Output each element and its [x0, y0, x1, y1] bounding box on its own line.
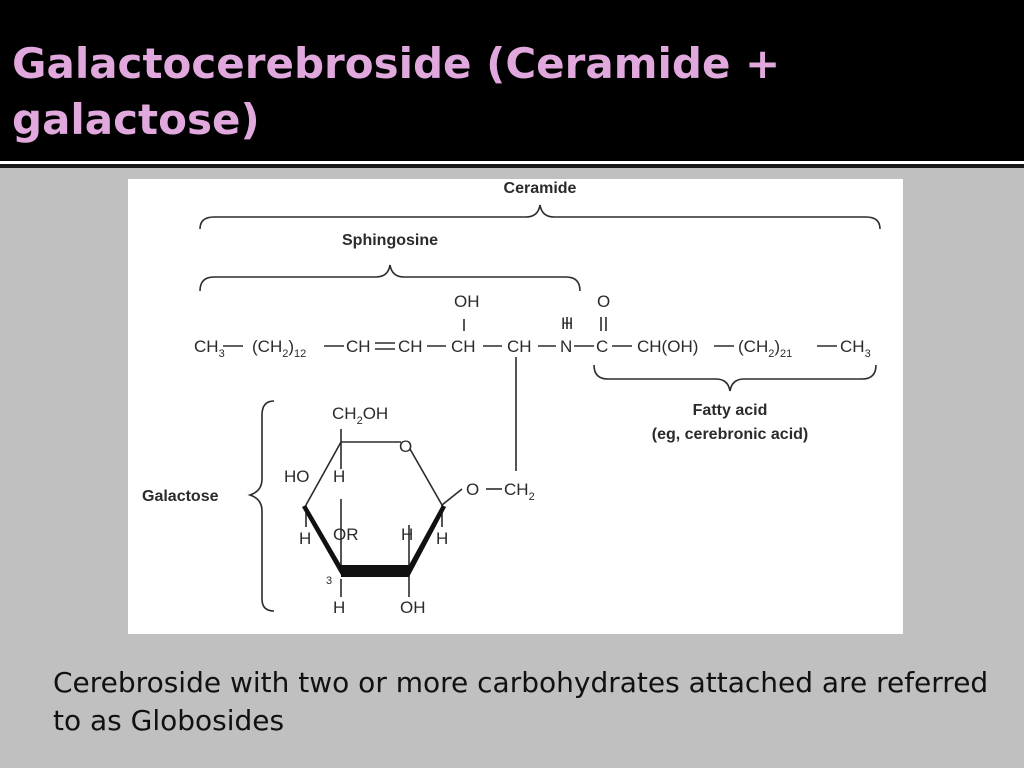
ring-h-c4: H [333, 467, 345, 486]
ring-h-c4-low: H [299, 529, 311, 548]
link-ch2: CH2 [504, 480, 535, 503]
carbonyl-oxygen: O [597, 292, 610, 311]
ring-ch2oh: CH2OH [332, 404, 388, 427]
ring-oxygen: O [399, 437, 412, 456]
slide-caption: Cerebroside with two or more carbohydrat… [53, 666, 989, 737]
ceramide-label: Ceramide [504, 180, 577, 197]
nitrogen: N [560, 337, 572, 356]
ring-c3-number: 3 [326, 575, 332, 587]
galactose-brace [247, 400, 275, 612]
ch3-right: CH3 [840, 337, 871, 360]
sphingosine-brace [199, 264, 581, 292]
ring-front-bond-bold [341, 565, 409, 577]
ceramide-brace [199, 204, 881, 230]
ring-h-c1: H [436, 529, 448, 548]
ch2-repeat-21: (CH2)21 [738, 337, 792, 360]
ch-d: CH [507, 337, 532, 356]
hydroxyl-top: OH [454, 292, 480, 311]
title-divider-shadow [0, 164, 1024, 168]
fatty-acid-label: Fatty acid [693, 402, 768, 419]
ring-or: OR [333, 525, 359, 544]
ring-h-bottom: H [333, 598, 345, 617]
ch2-repeat-12: (CH2)12 [252, 337, 306, 360]
glycosidic-oxygen: O [466, 480, 479, 499]
structure-svg: Ceramide Sphingosine Fatty acid (eg, cer… [142, 180, 881, 617]
ring-ho: HO [284, 467, 310, 486]
ch-c: CH [451, 337, 476, 356]
ring-front-bond [302, 505, 341, 575]
sphingosine-label: Sphingosine [342, 232, 438, 249]
slide-title: Galactocerebroside (Ceramide + galactose… [12, 39, 781, 144]
title-bar: Galactocerebroside (Ceramide + galactose… [0, 0, 1024, 162]
galactose-label: Galactose [142, 488, 219, 505]
title-divider [0, 161, 1024, 164]
galactocerebroside-structure: Ceramide Sphingosine Fatty acid (eg, cer… [128, 179, 903, 634]
ch-b: CH [398, 337, 423, 356]
h-on-nitrogen: H [561, 314, 573, 333]
ring-front-bond-right [409, 505, 446, 577]
ring-h-c2: H [401, 525, 413, 544]
fatty-acid-example-label: (eg, cerebronic acid) [652, 426, 809, 443]
ring-oh-bottom: OH [400, 598, 426, 617]
ch3-left: CH3 [194, 337, 225, 360]
choh: CH(OH) [637, 337, 698, 356]
ch-a: CH [346, 337, 371, 356]
carbonyl-carbon: C [596, 337, 608, 356]
fatty-acid-brace [593, 364, 877, 392]
